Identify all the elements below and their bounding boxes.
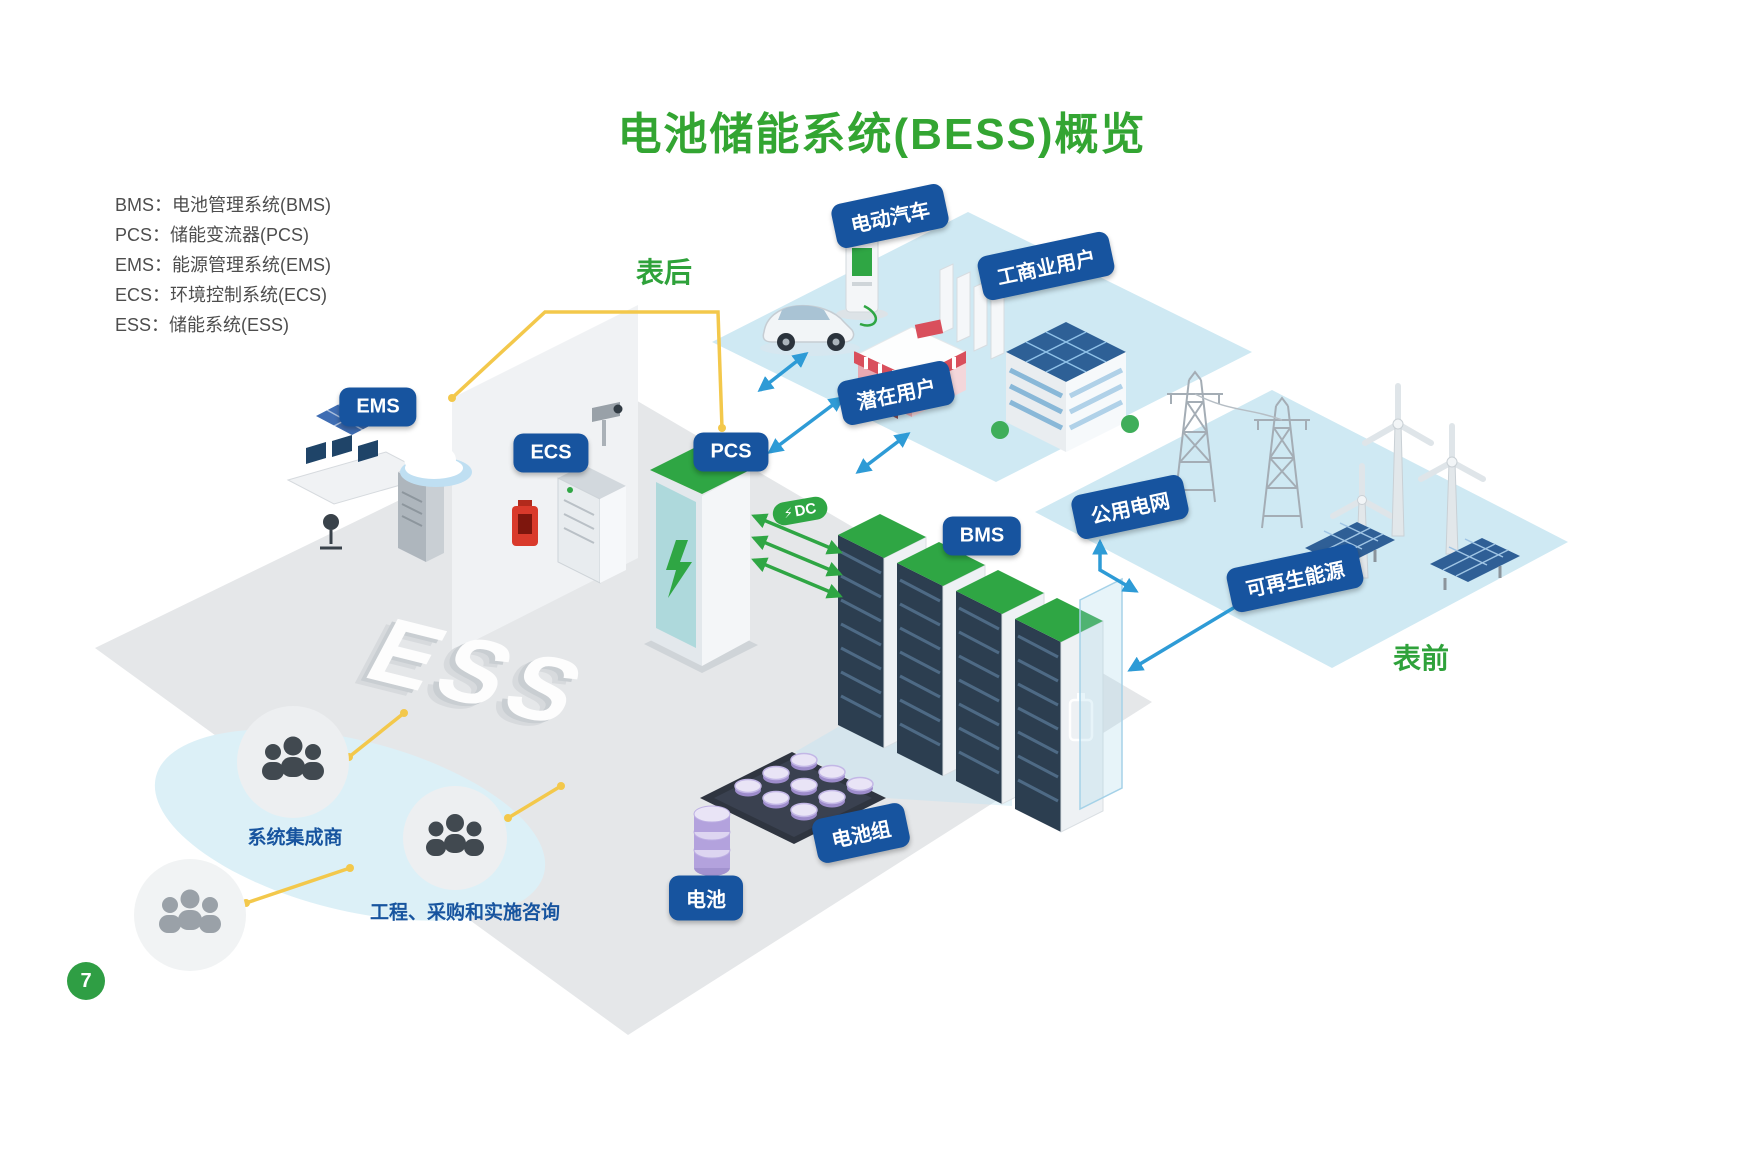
people-group-other [134,859,246,971]
legend-item-pcs: PCS：储能变流器(PCS) [115,225,310,245]
connection-lines [242,310,726,907]
zone-label-behind-meter: 表后 [635,257,693,288]
glass-panel [1079,577,1123,811]
page-number-badge: 7 [67,962,105,1000]
badge-ems: EMS [339,387,417,427]
power-flow-arrows [757,352,1253,672]
transmission-towers-illustration [1167,370,1310,529]
dc-arrows [751,513,843,599]
lightning-bolt-icon [666,540,692,598]
badge-bms: BMS [942,516,1022,556]
page-title: 电池储能系统(BESS)概览 [617,110,1147,159]
zone-label-front-of-meter: 表前 [1392,643,1450,674]
legend-item-ecs: ECS：环境控制系统(ECS) [115,285,328,305]
ems-station-illustration [286,389,472,562]
label-epc-consulting: 工程、采购和实施咨询 [369,902,561,924]
battery-rack-illustration [838,514,1123,833]
legend-item-ess: ESS：储能系统(ESS) [115,315,290,335]
dc-label: DC [793,499,818,521]
legend-item-ems: EMS：能源管理系统(EMS) [115,255,331,275]
badge-pcs: PCS [693,432,769,472]
camera-icon [592,402,620,422]
front-meter-platform [1035,390,1568,668]
commercial-building-illustration [939,263,1139,452]
people-group-integrator [237,706,349,818]
legend-item-bms: BMS：电池管理系统(BMS) [115,195,331,215]
people-group-epc [403,786,507,890]
badge-ecs: ECS [513,433,589,473]
pcs-cabinet-illustration [644,446,758,673]
legend: BMS：电池管理系统(BMS) PCS：储能变流器(PCS) EMS：能源管理系… [115,190,331,340]
ev-charging-illustration [760,237,888,356]
label-system-integrator: 系统集成商 [247,827,343,849]
ecs-equipment-illustration [512,402,626,584]
battery-cells-illustration [693,805,731,876]
lightning-icon: ⚡ [782,504,795,522]
badge-battery: 电池 [669,875,743,921]
